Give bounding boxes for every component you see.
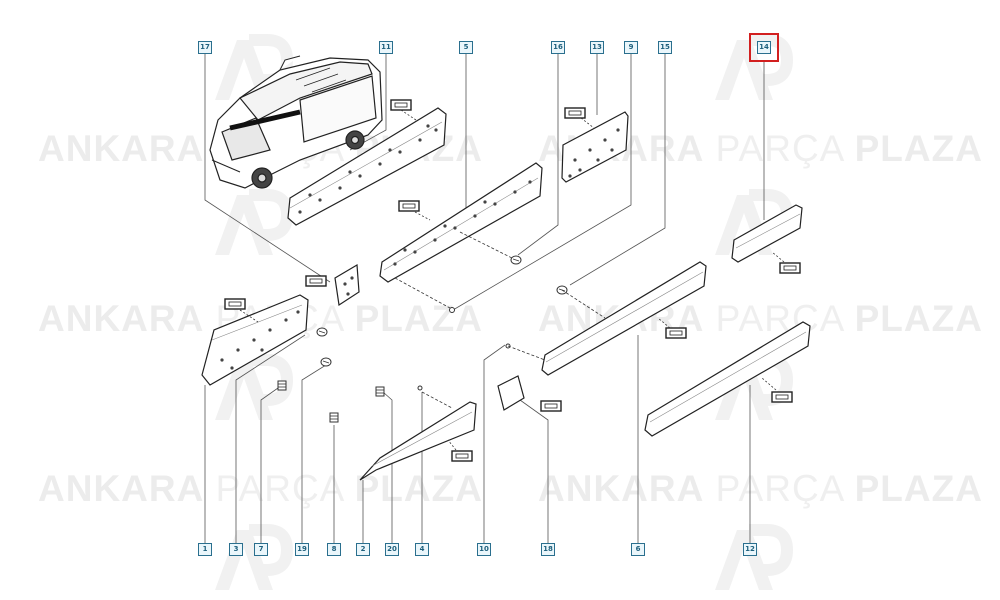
- part-12-moulding: [644, 321, 811, 437]
- callout-15[interactable]: 15: [658, 41, 672, 54]
- callout-11[interactable]: 11: [379, 41, 393, 54]
- callout-17[interactable]: 17: [198, 41, 212, 54]
- callout-19[interactable]: 19: [295, 543, 309, 556]
- part-5-moulding: [379, 162, 543, 309]
- callout-20[interactable]: 20: [385, 543, 399, 556]
- callout-14-highlighted[interactable]: 14: [749, 33, 779, 62]
- watermark-text: ANKARA PARÇA PLAZA: [538, 468, 983, 509]
- van-illustration: [209, 55, 383, 189]
- callout-10[interactable]: 10: [477, 543, 491, 556]
- part-11-moulding: [287, 99, 447, 226]
- part-18-piece: [497, 375, 562, 412]
- callout-4[interactable]: 4: [415, 543, 429, 556]
- part-6-moulding: [507, 261, 707, 376]
- leader-lines: [204, 52, 765, 543]
- callout-7[interactable]: 7: [254, 543, 268, 556]
- part-2-moulding: [359, 391, 477, 481]
- callout-5[interactable]: 5: [459, 41, 473, 54]
- part-14-moulding: [731, 204, 803, 274]
- callout-2[interactable]: 2: [356, 543, 370, 556]
- callout-13[interactable]: 13: [590, 41, 604, 54]
- part-1-moulding: [201, 294, 309, 386]
- callout-8[interactable]: 8: [327, 543, 341, 556]
- callout-16[interactable]: 16: [551, 41, 565, 54]
- callout-18[interactable]: 18: [541, 543, 555, 556]
- callout-9[interactable]: 9: [624, 41, 638, 54]
- part-17-bracket: [305, 263, 360, 307]
- watermark-text: ANKARA PARÇA PLAZA: [38, 468, 483, 509]
- part-13-panel: [561, 107, 629, 183]
- callout-6[interactable]: 6: [631, 543, 645, 556]
- callout-1[interactable]: 1: [198, 543, 212, 556]
- callout-3[interactable]: 3: [229, 543, 243, 556]
- callout-12[interactable]: 12: [743, 543, 757, 556]
- fasteners: [277, 255, 568, 423]
